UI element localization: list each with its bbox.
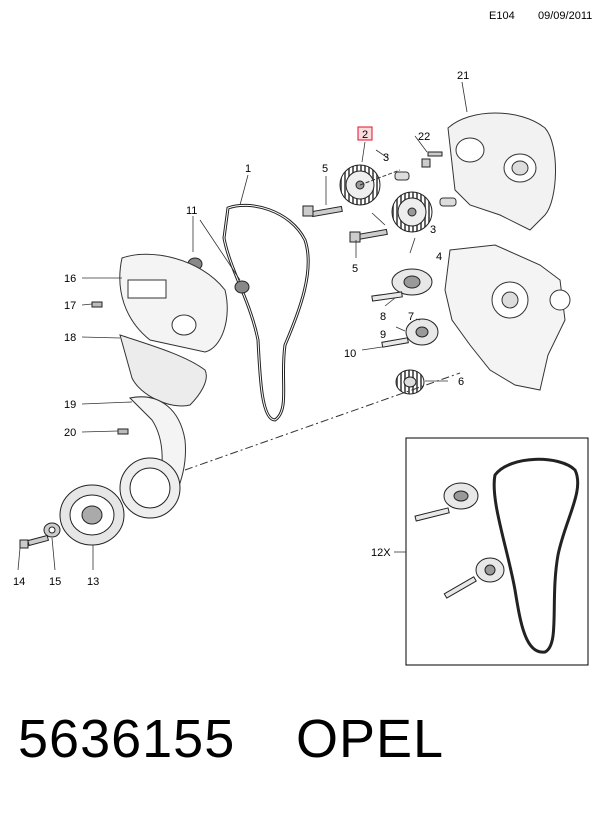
guide-rollers: [187, 257, 250, 294]
callout-9: 9: [380, 329, 386, 341]
lower-front-cover: [119, 334, 207, 407]
callout-3a: 3: [383, 152, 389, 164]
idler-pulley: [381, 318, 439, 348]
callout-4: 4: [436, 251, 442, 263]
sprocket-pins: [394, 171, 457, 207]
callout-3b: 3: [430, 224, 436, 236]
callout-21: 21: [457, 70, 469, 82]
callout-6: 6: [458, 376, 464, 388]
crankshaft-pulley: [59, 484, 125, 546]
crankshaft-sprocket: [395, 369, 425, 395]
callout-17: 17: [64, 300, 76, 312]
inset-tensioner: [414, 482, 505, 599]
callout-15: 15: [49, 576, 61, 588]
callout-11: 11: [186, 205, 197, 217]
diagram-date: 09/09/2011: [538, 10, 593, 22]
callout-1: 1: [245, 163, 251, 175]
callout-2: 2: [362, 129, 368, 141]
part-number: 5636155: [18, 709, 236, 769]
upper-front-cover: [119, 253, 228, 353]
callout-7: 7: [408, 311, 414, 323]
callout-18: 18: [64, 332, 76, 344]
inset-box: [405, 437, 589, 666]
exploded-parts-diagram: 2 3 3 4 1 5 5 22 21 11 16 17 18 19 20 7 …: [13, 70, 589, 666]
inset-belt: [492, 457, 580, 654]
pulley-hub: [119, 457, 181, 519]
camshaft-bolts: [302, 151, 443, 243]
callout-5b: 5: [352, 263, 358, 275]
callout-19: 19: [64, 399, 76, 411]
callout-22: 22: [418, 131, 430, 143]
timing-belt: [222, 203, 310, 422]
rear-timing-cover: [447, 112, 556, 231]
callout-13: 13: [87, 576, 99, 588]
crank-bolt: [19, 534, 50, 549]
callout-5a: 5: [322, 163, 328, 175]
diagram-code: E104: [489, 10, 515, 22]
callout-8: 8: [380, 311, 386, 323]
callout-12x: 12X: [371, 547, 391, 559]
front-housing: [444, 244, 571, 391]
crank-axis-line: [184, 372, 461, 471]
belt-tensioner: [371, 268, 433, 302]
leader-lines: [17, 81, 468, 571]
callout-14: 14: [13, 576, 25, 588]
callout-10: 10: [344, 348, 356, 360]
cover-bolts: [91, 301, 129, 435]
highlight-box-part-2: [357, 126, 373, 141]
callout-20: 20: [64, 427, 76, 439]
callout-16: 16: [64, 273, 76, 285]
brand-name: OPEL: [296, 709, 445, 769]
